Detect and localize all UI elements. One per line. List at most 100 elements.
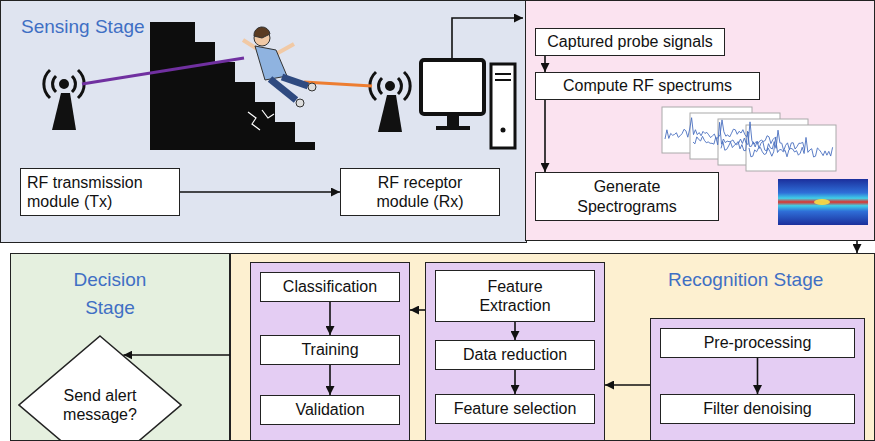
process-box: Generate Spectrograms: [535, 172, 719, 221]
process-box: Feature selection: [435, 394, 595, 424]
antenna-tower: [378, 95, 402, 132]
stage-panel: Decision StageSend alert message?: [10, 253, 230, 441]
antenna-dot: [61, 81, 68, 88]
box-label: Training: [301, 340, 358, 359]
antenna-dot: [387, 83, 394, 90]
flow-arrow: [180, 191, 340, 193]
spectrum-frame: [662, 107, 752, 153]
flow-arrow: [329, 365, 331, 395]
spectrum-trace: [749, 137, 833, 157]
text-holder: Classification: [261, 273, 399, 301]
signal-ray: [82, 58, 244, 84]
signal-ray: [304, 82, 372, 86]
antenna-tower: [52, 93, 76, 130]
flow-arrow: [410, 309, 425, 311]
step-group: Pre-processingFilter denoising: [650, 318, 865, 441]
monitor-base: [436, 126, 470, 130]
box-label: Feature selection: [454, 399, 577, 418]
text-holder: Send alert message?: [18, 335, 182, 441]
flow-arrow: [757, 358, 759, 394]
flow-arrow: [123, 354, 230, 356]
process-box: Validation: [260, 395, 400, 425]
arm: [243, 40, 259, 50]
stage-panel: Recognition Stage ClassificationTrainingV…: [230, 253, 875, 441]
pc-tower: [491, 64, 515, 148]
diamond-shape: [19, 336, 181, 441]
step-group: Feature ExtractionData reductionFeature …: [425, 262, 605, 441]
impact-crack: [248, 110, 274, 130]
process-box: Data reduction: [435, 340, 595, 370]
text-holder: RF receptor module (Rx): [341, 169, 499, 215]
spectrum-frame: [718, 119, 808, 165]
antenna-wave: [78, 70, 84, 98]
box-label: Filter denoising: [703, 399, 812, 418]
box-label: Captured probe signals: [547, 32, 712, 51]
antenna-wave: [72, 76, 75, 92]
text-holder: Validation: [261, 396, 399, 424]
text-holder: Filter denoising: [661, 395, 854, 423]
antenna-wave: [404, 72, 410, 100]
box-label: Validation: [295, 400, 364, 419]
monitor-stand: [447, 114, 459, 126]
text-holder: Compute RF spectrums: [536, 73, 759, 99]
text-holder: Decision Stage: [60, 266, 160, 321]
flow-arrow: [544, 56, 546, 72]
stage-title: Sensing Stage: [21, 13, 145, 41]
leg: [282, 77, 308, 86]
flow-arrow: [605, 384, 650, 386]
flow-arrow: [514, 322, 516, 340]
step-group: ClassificationTrainingValidation: [250, 262, 410, 441]
decision-label: Send alert message?: [48, 386, 152, 424]
module-box: RF receptor module (Rx): [340, 168, 500, 216]
stage-title: Recognition Stage: [668, 266, 823, 294]
flow-arrow: [856, 241, 858, 253]
text-holder: Sensing Stage: [21, 13, 221, 41]
leg: [270, 79, 296, 100]
process-box: Filter denoising: [660, 394, 855, 424]
spectrum-trace: [693, 122, 777, 145]
text-holder: Feature Extraction: [436, 271, 594, 321]
spectrogram-spot: [814, 199, 830, 205]
box-label: RF transmission module (Tx): [27, 173, 167, 211]
shoe: [308, 83, 316, 91]
stage-panel: Sensing Stage RF transmission module (Tx)…: [0, 0, 527, 243]
box-label: Classification: [283, 277, 377, 296]
arm: [276, 44, 294, 54]
processing-panel: Captured probe signalsCompute RF spectru…: [525, 0, 875, 241]
process-box: Captured probe signals: [535, 28, 725, 56]
shoe: [296, 99, 304, 107]
process-box: Pre-processing: [660, 328, 855, 358]
rf-spectrum-stack: [662, 107, 836, 171]
text-holder: Feature selection: [436, 395, 594, 423]
torso: [255, 46, 287, 80]
box-label: Compute RF spectrums: [563, 76, 732, 95]
stage-title: Decision Stage: [60, 266, 160, 321]
text-holder: Recognition Stage: [668, 266, 868, 294]
box-label: Pre-processing: [704, 333, 812, 352]
antenna-wave: [398, 78, 401, 94]
spectrum-frame: [690, 113, 780, 159]
text-holder: Generate Spectrograms: [536, 173, 718, 220]
head: [254, 30, 270, 46]
box-label: RF receptor module (Rx): [363, 173, 478, 211]
falling-person: [243, 27, 316, 107]
spectrum-trace: [721, 130, 805, 151]
data-link-arrow: [452, 18, 523, 58]
antenna-wave: [370, 72, 376, 100]
antenna-wave: [379, 78, 382, 94]
antenna-wave: [44, 70, 50, 98]
box-label: Generate Spectrograms: [542, 177, 712, 215]
spectrum-trace: [665, 118, 749, 139]
text-holder: Training: [261, 336, 399, 364]
module-box: RF transmission module (Tx): [20, 168, 180, 216]
monitor: [421, 60, 484, 114]
tx-antenna: [44, 70, 84, 130]
process-box: Compute RF spectrums: [535, 72, 760, 100]
box-label: Data reduction: [463, 345, 567, 364]
box-label: Feature Extraction: [460, 277, 570, 315]
flow-arrow: [514, 370, 516, 394]
spectrum-frame: [746, 125, 836, 171]
